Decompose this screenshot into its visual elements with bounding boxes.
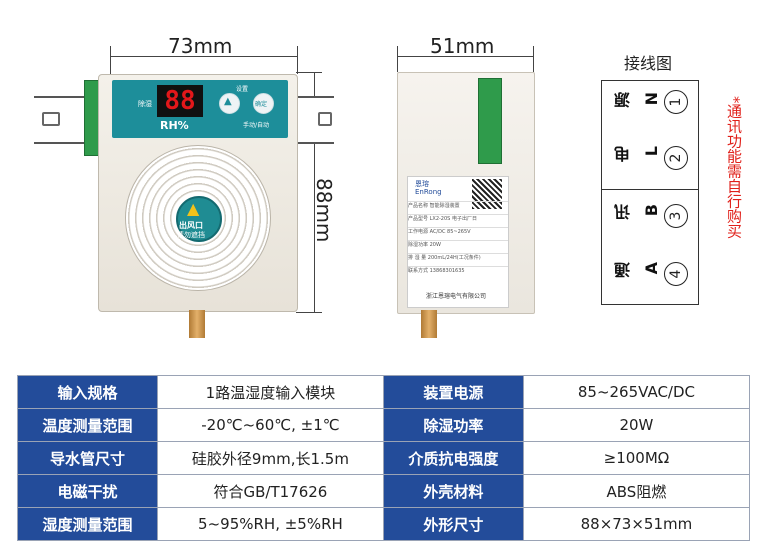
spec-value: ABS阻燃: [522, 474, 751, 508]
spec-key: 外壳材料: [382, 474, 524, 508]
height-dimension-line: [314, 72, 315, 312]
product-label: 恩瑢 EnRong 产品名称 智能除湿装置 产品型号 LX2-20S 电子出厂日…: [407, 176, 509, 308]
spec-key: 外形尺寸: [382, 507, 524, 541]
digital-display: 88: [157, 85, 203, 117]
set-label: 设置: [236, 86, 249, 93]
spec-value: ≥100MΩ: [522, 441, 751, 475]
spec-key: 湿度测量范围: [17, 507, 158, 541]
unit-label: RH%: [160, 119, 189, 132]
side-terminal-block: [478, 78, 502, 164]
spec-value: 符合GB/T17626: [156, 474, 384, 508]
terminal-4-name: 通: [614, 262, 633, 278]
spec-value: 88×73×51mm: [522, 507, 751, 541]
label-key: 除湿功率: [408, 242, 429, 248]
label-key: 联系方式: [408, 268, 429, 274]
spec-key: 介质抗电强度: [382, 441, 524, 475]
label-key: 产品型号: [408, 216, 429, 222]
terminal-2-name: 电: [614, 146, 633, 162]
warning-icon: ▲: [187, 199, 200, 218]
mode-label: 手动/自动: [243, 122, 270, 129]
label-val: 20W: [429, 242, 441, 248]
spec-value: 5~95%RH, ±5%RH: [156, 507, 384, 541]
brand-en: EnRong: [415, 188, 442, 196]
spec-value: 1路温湿度输入模块: [156, 375, 384, 409]
spec-key: 电磁干扰: [17, 474, 158, 508]
spec-value: 20W: [522, 408, 751, 442]
terminal-4-letter: A: [642, 262, 661, 275]
label-val: 智能除湿装置: [429, 203, 460, 209]
spec-key: 温度测量范围: [17, 408, 158, 442]
terminal-2-number: 2: [664, 146, 688, 170]
comm-note: *通讯功能需自行购买: [725, 96, 743, 239]
label-key: 排 湿 量: [408, 255, 427, 261]
outlet-warning-2: 请勿遮挡: [177, 231, 205, 239]
width-dimension-left: 73mm: [168, 34, 233, 58]
height-dimension: 88mm: [312, 178, 336, 243]
fan-hub: [176, 196, 222, 242]
qr-code: [472, 179, 502, 209]
outlet-warning-1: 出风口: [179, 221, 203, 230]
company-name: 浙江恩瑢电气有限公司: [426, 293, 487, 300]
spec-key: 输入规格: [17, 375, 158, 409]
terminal-1-letter: N: [642, 92, 661, 106]
spec-value: 硅胶外径9mm,长1.5m: [156, 441, 384, 475]
label-val: 200mL/24H(工况条件): [427, 255, 481, 261]
brand-cn: 恩瑢: [415, 180, 429, 188]
up-button[interactable]: [219, 93, 240, 114]
spec-key: 除湿功率: [382, 408, 524, 442]
side-drain-nozzle: [421, 310, 437, 338]
terminal-3-letter: B: [642, 204, 661, 217]
terminal-1-number: 1: [664, 90, 688, 114]
terminal-3-number: 3: [664, 204, 688, 228]
drain-nozzle: [189, 310, 205, 338]
spec-value: -20℃~60℃, ±1℃: [156, 408, 384, 442]
terminal-4-number: 4: [664, 262, 688, 286]
width-dimension-line: [110, 56, 297, 57]
terminal-2-letter: L: [642, 146, 661, 157]
spec-value: 85~265VAC/DC: [522, 375, 751, 409]
wiring-title: 接线图: [624, 54, 673, 73]
label-extra: 电子出厂日: [451, 216, 477, 222]
label-key: 工作电源: [408, 229, 429, 235]
comm-box: [601, 189, 699, 305]
confirm-label: 确定: [255, 101, 268, 108]
spec-key: 导水管尺寸: [17, 441, 158, 475]
confirm-button[interactable]: [253, 93, 274, 114]
spec-key: 装置电源: [382, 375, 524, 409]
dehumidify-label: 除湿: [138, 100, 152, 108]
label-val: 13868301635: [429, 268, 465, 274]
label-val: AC/DC 85~265V: [429, 229, 471, 235]
terminal-1-name: 源: [614, 92, 633, 108]
label-key: 产品名称: [408, 203, 429, 209]
terminal-3-name: 讯: [614, 204, 633, 220]
up-arrow-icon: ▲: [224, 96, 232, 107]
width-dimension-right: 51mm: [430, 34, 495, 58]
label-val: LX2-20S: [429, 216, 451, 222]
